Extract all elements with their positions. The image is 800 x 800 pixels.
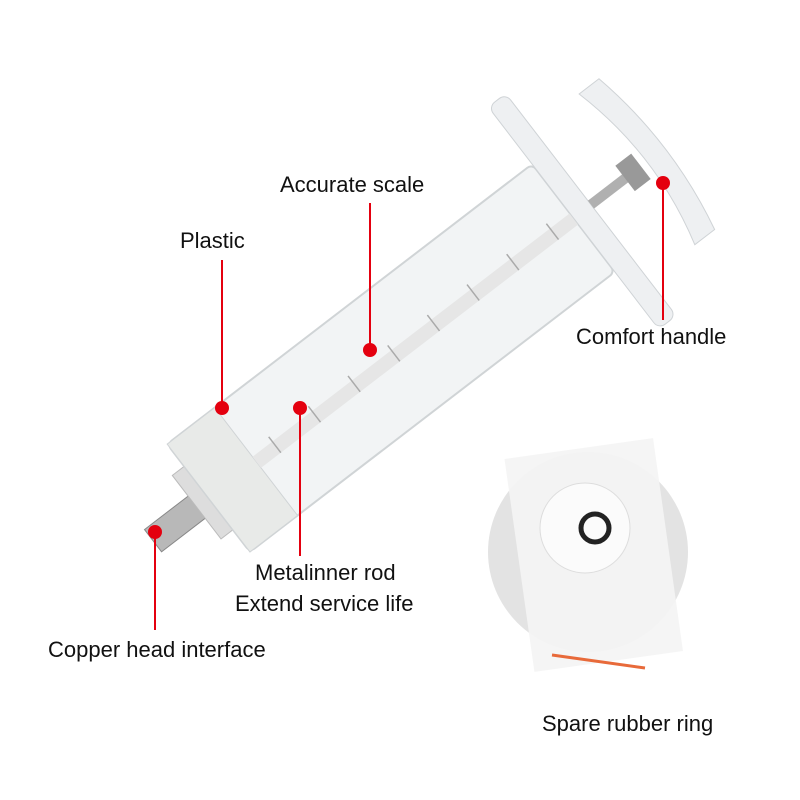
spare-ring-bag <box>504 438 683 672</box>
syringe <box>143 78 716 553</box>
plastic-marker <box>215 401 229 415</box>
copper-head-label: Copper head interface <box>48 637 266 662</box>
copper-head-marker <box>148 525 162 539</box>
metal-rod-label: Metalinner rod <box>255 560 396 585</box>
accurate-scale-marker <box>363 343 377 357</box>
comfort-handle-marker <box>656 176 670 190</box>
plastic-label: Plastic <box>180 228 245 253</box>
service-life-label: Extend service life <box>235 591 414 616</box>
metal-rod-marker <box>293 401 307 415</box>
comfort-handle-label: Comfort handle <box>576 324 727 349</box>
spare-ring-label: Spare rubber ring <box>542 711 714 736</box>
accurate-scale-label: Accurate scale <box>280 172 425 197</box>
